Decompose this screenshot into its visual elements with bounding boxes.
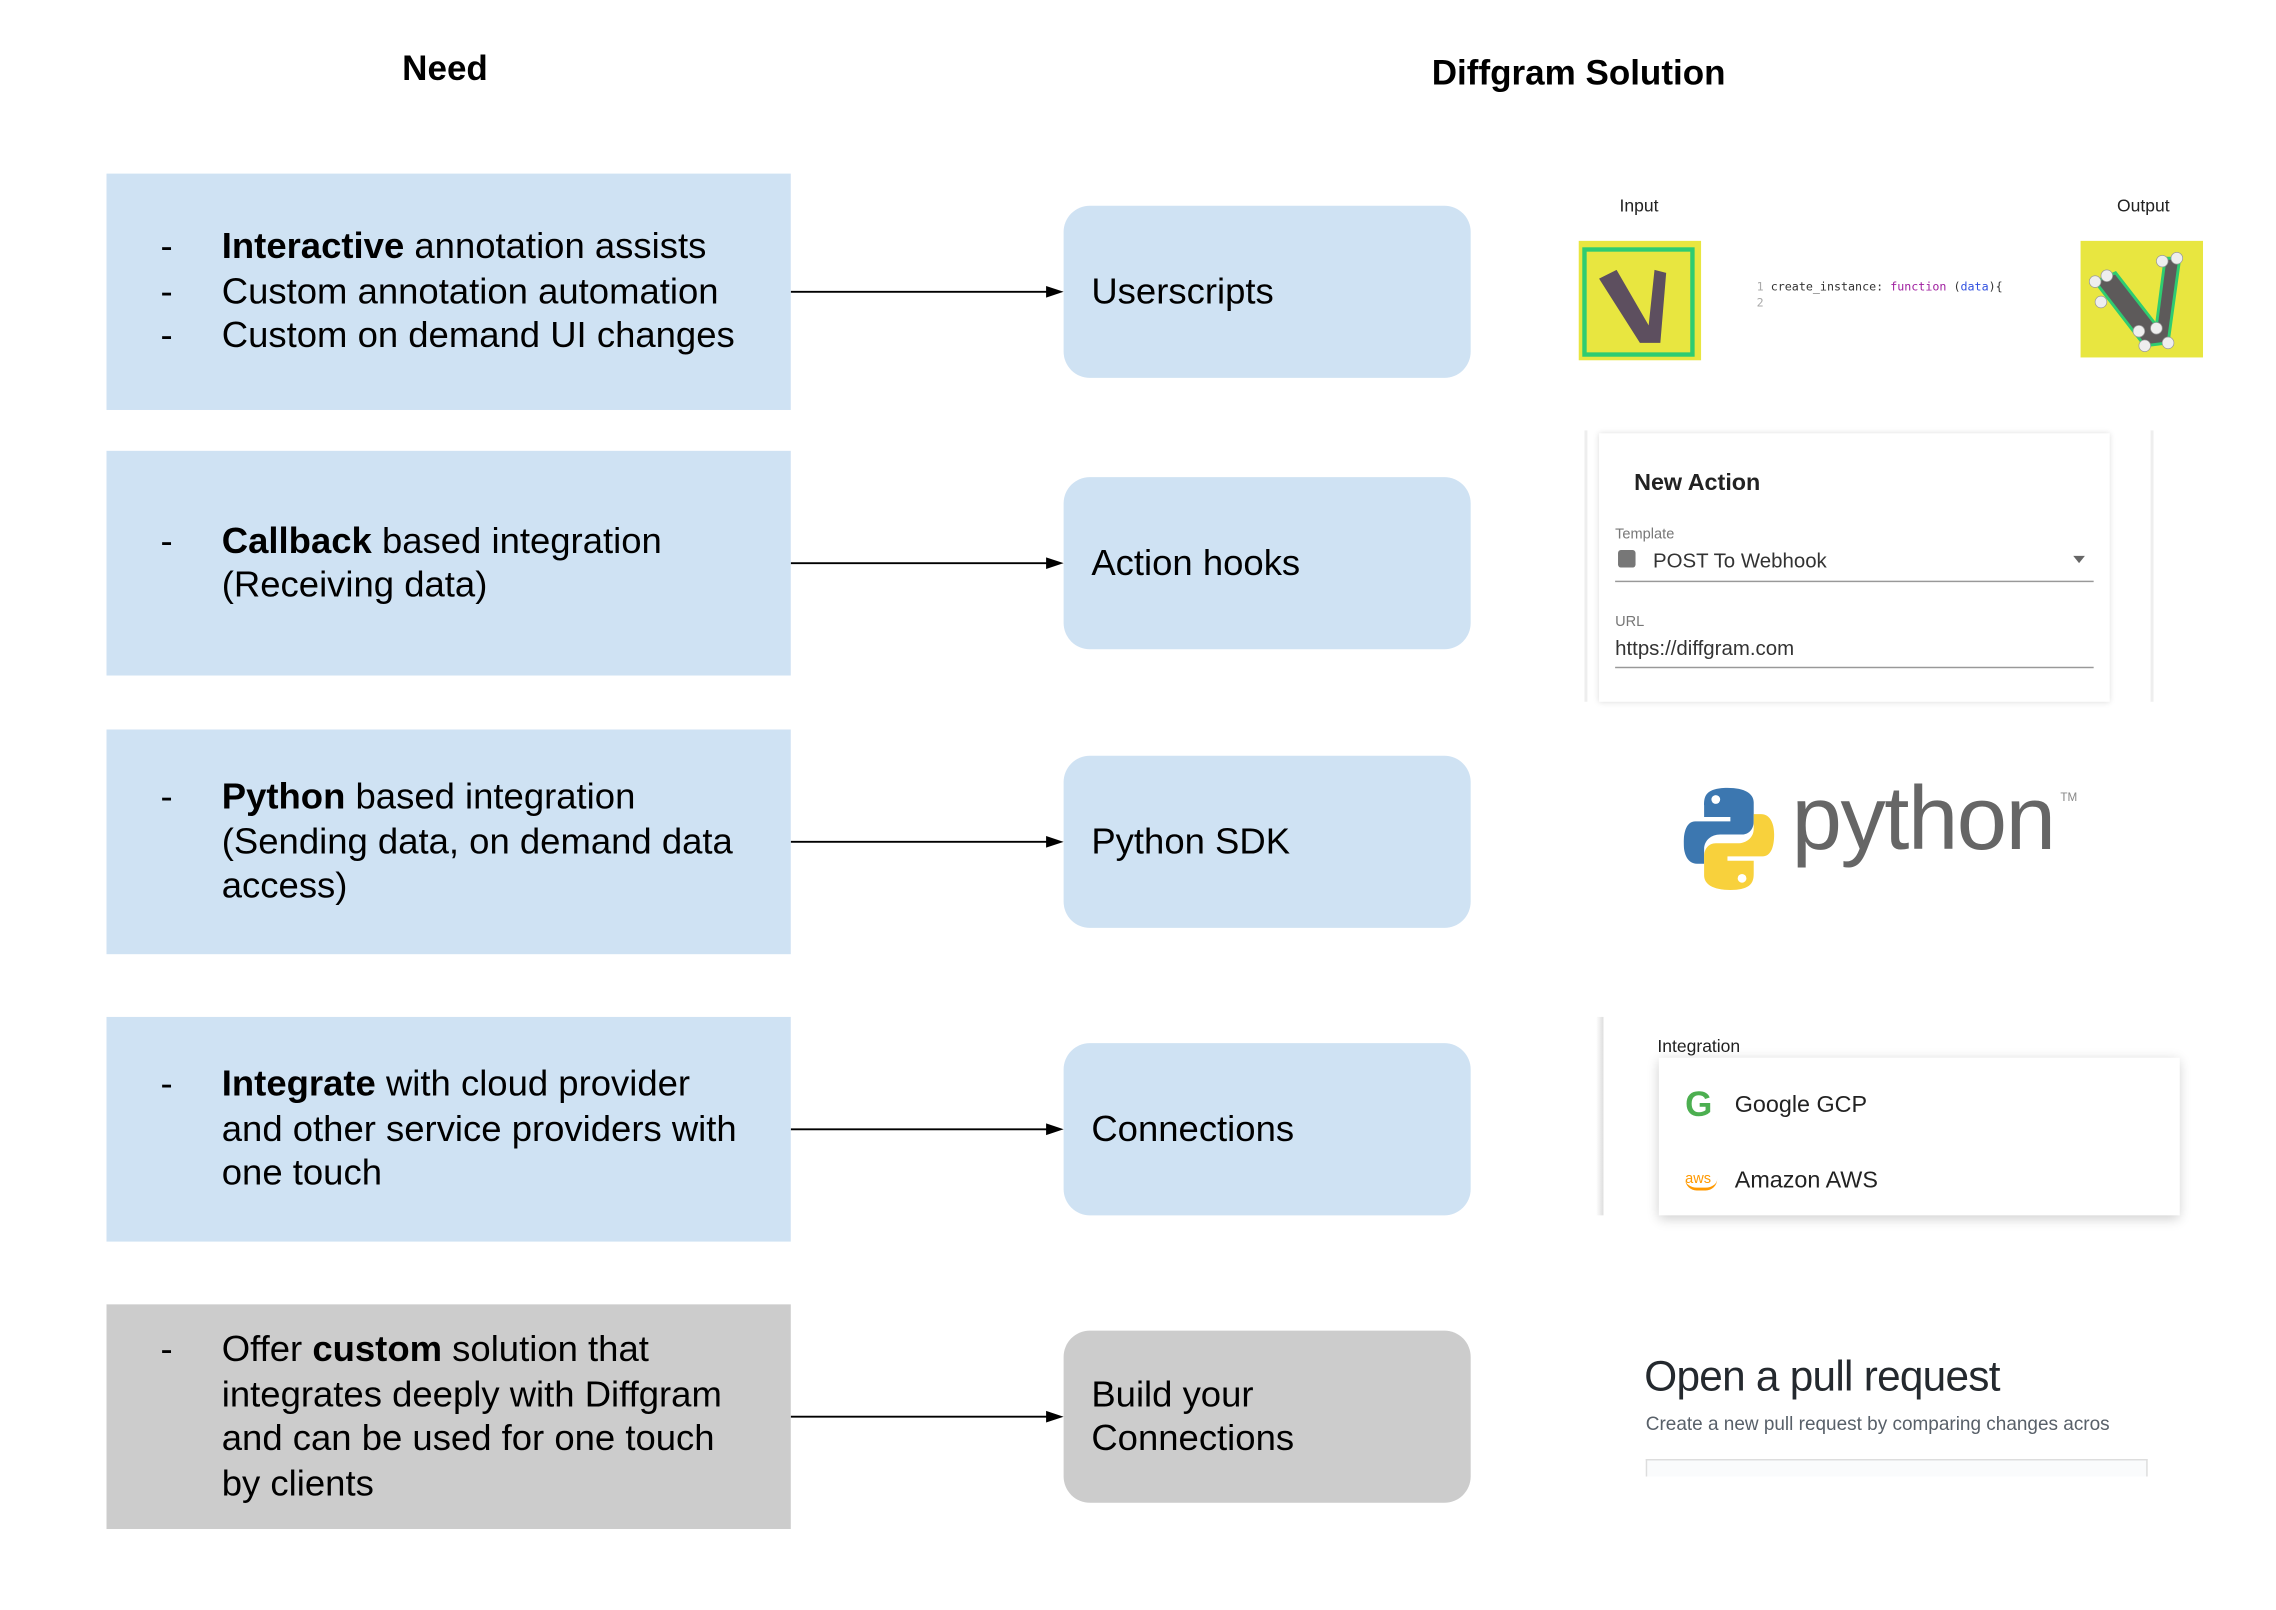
need-box: - Callback based integration(Receiving da… — [106, 450, 791, 676]
need-line: one touch — [222, 1152, 791, 1196]
integration-menu: G Google GCP aws Amazon AWS — [1658, 1057, 2180, 1216]
arrow — [790, 1410, 1064, 1423]
need-line: and other service providers with — [222, 1107, 791, 1151]
arrow — [790, 557, 1064, 570]
template-select[interactable]: POST To Webhook — [1615, 547, 2094, 583]
emphasis-text: Interactive — [221, 226, 405, 268]
text: based integration — [371, 520, 662, 561]
solution-label: Connections — [1091, 1418, 1295, 1459]
text: by clients — [221, 1462, 374, 1504]
emphasis-text: Python — [221, 776, 346, 818]
new-action-card: New Action Template POST To Webhook URL … — [1599, 433, 2110, 702]
need-line: by clients — [222, 1461, 791, 1505]
need-line: access) — [222, 864, 791, 908]
text: Custom on demand UI changes — [221, 315, 735, 357]
text: based integration — [345, 776, 636, 818]
input-image — [1578, 240, 1702, 361]
solution-label: Action hooks — [1091, 542, 1301, 584]
option-google-gcp[interactable]: G Google GCP — [1685, 1085, 1868, 1125]
solution-label: Build your — [1091, 1373, 1254, 1415]
option-amazon-aws[interactable]: aws Amazon AWS — [1685, 1168, 1878, 1194]
need-line: - Python based integration — [160, 775, 791, 819]
solution-box: Connections — [1063, 1043, 1471, 1216]
need-line: - Callback based integration — [160, 519, 791, 563]
text: and can be used for one touch — [221, 1418, 715, 1459]
need-line: and can be used for one touch — [222, 1417, 791, 1461]
emphasis-text: Integrate — [221, 1063, 376, 1105]
need-line: - Integrate with cloud provider — [160, 1063, 791, 1107]
python-wordmark: python — [1791, 768, 2056, 870]
bullet-dash: - — [160, 776, 173, 818]
need-box: - Interactive annotation assists - Custom a… — [106, 173, 791, 410]
solution-label: Python SDK — [1091, 821, 1291, 862]
text: Offer — [221, 1329, 313, 1371]
pull-request-title: Open a pull request — [1644, 1353, 2000, 1401]
text: (Sending data, on demand data — [221, 821, 733, 862]
webhook-icon — [1618, 550, 1636, 568]
bullet-dash: - — [160, 271, 173, 312]
emphasis-text: Callback — [221, 520, 372, 561]
emphasis-text: custom — [312, 1329, 443, 1371]
solution-box: Action hooks — [1063, 477, 1471, 650]
url-field[interactable]: https://diffgram.com — [1615, 636, 2094, 669]
text: access) — [221, 865, 348, 907]
text: annotation assists — [404, 226, 707, 268]
need-line: (Sending data, on demand data — [222, 820, 791, 864]
arrow — [790, 836, 1064, 848]
code-snippet: 1 create_instance: function (data){ 2 — [1756, 280, 2003, 310]
pull-request-subtitle: Create a new pull request by comparing c… — [1645, 1412, 2110, 1435]
bullet-dash: - — [160, 1329, 173, 1371]
text: (Receiving data) — [221, 564, 488, 606]
text: Custom annotation automation — [221, 271, 719, 312]
google-g-icon: G — [1685, 1085, 1713, 1125]
python-logo-icon — [1683, 787, 1775, 890]
compare-bar — [1645, 1459, 2148, 1477]
solution-header: Diffgram Solution — [1431, 53, 1726, 94]
need-line: - Custom annotation automation — [160, 270, 791, 314]
bullet-dash: - — [160, 315, 173, 357]
text: one touch — [221, 1152, 383, 1194]
text: solution that — [442, 1329, 649, 1371]
need-line: (Receiving data) — [222, 563, 791, 607]
solution-box: Python SDK — [1063, 755, 1471, 928]
bullet-dash: - — [160, 226, 173, 268]
need-line: integrates deeply with Diffgram — [222, 1372, 791, 1416]
arrow — [790, 1123, 1064, 1136]
text: with cloud provider — [375, 1063, 691, 1105]
dropdown-arrow-icon — [2073, 555, 2085, 569]
input-label: Input — [1619, 195, 1659, 216]
trademark-mark: TM — [2060, 790, 2078, 804]
output-image — [2080, 240, 2204, 358]
aws-icon: aws — [1685, 1172, 1718, 1191]
bullet-dash: - — [160, 1063, 173, 1105]
solution-box: Userscripts — [1063, 205, 1471, 378]
text: integrates deeply with Diffgram — [221, 1373, 722, 1415]
text: and other service providers with — [221, 1108, 737, 1150]
python-wordmark-row: python TM — [1792, 767, 2078, 872]
need-header: Need — [402, 49, 488, 89]
need-box: - Python based integration(Sending data, … — [106, 729, 791, 955]
arrow — [790, 285, 1064, 298]
need-line: - Custom on demand UI changes — [160, 314, 791, 358]
need-line: - Offer custom solution that — [160, 1328, 791, 1372]
solution-label: Userscripts — [1091, 271, 1274, 312]
integration-label: Integration — [1657, 1035, 1741, 1057]
output-label: Output — [2117, 195, 2170, 216]
need-line: - Interactive annotation assists — [160, 225, 791, 269]
solution-label: Connections — [1091, 1108, 1295, 1150]
card-title: New Action — [1634, 471, 1761, 497]
bullet-dash: - — [160, 520, 173, 561]
